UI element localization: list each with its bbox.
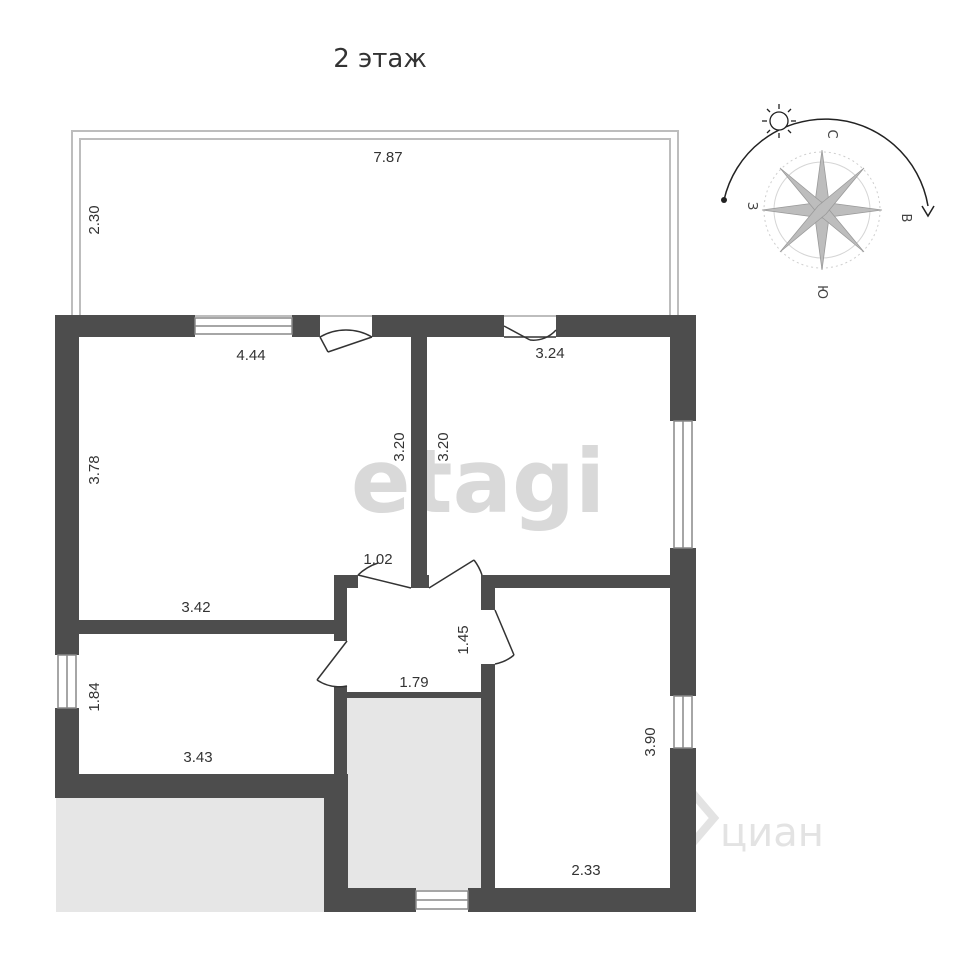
arrow-head-icon (921, 205, 935, 218)
dim-room2-width: 3.24 (535, 345, 564, 362)
windows (57, 317, 693, 910)
dimension-labels: 7.87 2.30 4.44 3.78 3.20 3.20 3.24 3.42 … (86, 149, 659, 879)
sun-icon (762, 104, 796, 138)
dim-hall-depth: 1.45 (455, 625, 472, 654)
dim-balcony-depth: 2.30 (86, 205, 103, 234)
dim-room1-right: 3.20 (391, 432, 408, 461)
etagi-watermark: etagi (351, 430, 605, 533)
dim-room4-width: 2.33 (571, 862, 600, 879)
dim-room3-depth: 1.84 (86, 682, 103, 711)
dim-room1-width: 4.44 (236, 347, 265, 364)
dim-room1-bottom: 3.42 (181, 599, 210, 616)
dim-balcony-width: 7.87 (373, 149, 402, 166)
compass-west: З (744, 202, 759, 210)
dim-room1-depth: 3.78 (86, 455, 103, 484)
walls (55, 315, 696, 912)
doors (316, 325, 557, 688)
dim-room3-width: 3.43 (183, 749, 212, 766)
sunrise-dot-icon (721, 197, 727, 203)
dim-room2-left: 3.20 (435, 432, 452, 461)
dim-room4-depth: 3.90 (642, 727, 659, 756)
cian-watermark: циан (720, 810, 824, 856)
dim-hall-width: 1.79 (399, 674, 428, 691)
terrace-area (56, 796, 326, 912)
compass-east: В (898, 214, 913, 223)
floor-title: 2 этаж (333, 44, 427, 74)
stair-area (346, 698, 482, 890)
cian-logo: циан (686, 787, 824, 856)
dim-hall-door: 1.02 (363, 551, 392, 568)
compass-rose: С Ю В З (721, 104, 935, 299)
compass-south: Ю (814, 285, 829, 299)
compass-north: С (824, 129, 839, 138)
